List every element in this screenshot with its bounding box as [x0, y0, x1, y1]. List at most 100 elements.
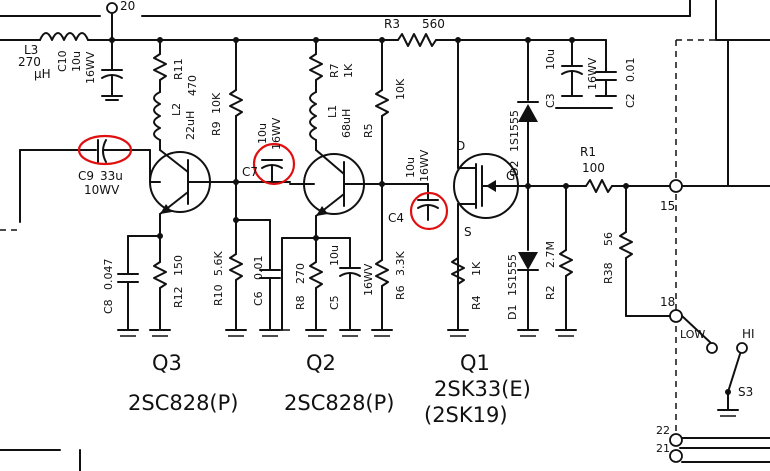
label-c7-name: C7 [242, 165, 258, 179]
label-d2-name: D2 [508, 161, 521, 176]
label-pin20: 20 [120, 0, 135, 13]
label-r1-name: R1 [580, 145, 596, 159]
label-r10-name: R10 [212, 284, 225, 306]
label-hi: HI [742, 327, 755, 341]
diode-d1 [517, 185, 539, 331]
label-r2-val: 2.7M [544, 241, 557, 268]
label-r12-val: 150 [172, 255, 185, 276]
label-c10-v: 16WV [84, 51, 97, 84]
capacitor-c7 [252, 142, 296, 186]
label-c2-name: C2 [624, 93, 637, 108]
label-c2-val: 0.01 [624, 58, 637, 83]
label-pin18: 18 [660, 295, 675, 309]
resistor-r5 [375, 39, 389, 261]
label-r9-name: R9 [210, 121, 223, 136]
resistor-r12 [149, 233, 171, 331]
terminal-low [706, 342, 718, 354]
label-d1-name: D1 [506, 305, 519, 320]
c9-highlight [77, 134, 133, 166]
fet-q1 [447, 39, 529, 331]
label-r10-val: 5.6K [212, 251, 225, 276]
label-pin-d: D [456, 139, 465, 153]
inductor-l1 [309, 91, 317, 151]
label-s3: S3 [738, 385, 753, 399]
label-l1-val: 68uH [340, 109, 353, 138]
capacitor-c8 [117, 235, 161, 331]
label-r38-name: R38 [602, 262, 615, 284]
label-l3-val2: μH [34, 67, 51, 81]
capacitor-c6 [235, 219, 281, 331]
label-r2-name: R2 [544, 285, 557, 300]
terminal-21 [669, 449, 683, 463]
label-r3-name: R3 [384, 17, 400, 31]
ground-symbols [120, 329, 736, 417]
label-q2-part: 2SC828(P) [284, 391, 395, 415]
terminal-18 [669, 309, 683, 323]
terminal-20 [106, 2, 118, 14]
label-c5-v: 16WV [362, 263, 375, 296]
label-r8-name: R8 [294, 295, 307, 310]
label-r1-val: 100 [582, 161, 605, 175]
resistor-r9 [213, 39, 263, 255]
label-r5-name: R5 [362, 123, 375, 138]
resistor-r10 [225, 217, 247, 331]
label-d2-val: 1S1555 [508, 110, 521, 152]
capacitor-c3 [561, 39, 583, 97]
label-c8-name: C8 [102, 299, 115, 314]
label-l3-val1: 270 [18, 55, 41, 69]
c7-highlight [252, 142, 296, 186]
label-c6-val: 0.01 [252, 256, 265, 281]
label-r4-val: 1K [470, 261, 483, 276]
label-l2-name: L2 [170, 103, 183, 116]
resistor-r6 [371, 259, 393, 331]
c4-highlight [409, 191, 449, 231]
label-q1: Q1 [460, 351, 490, 375]
label-q1-alt: (2SK19) [424, 403, 508, 427]
capacitor-c4 [381, 183, 449, 231]
label-q2: Q2 [306, 351, 336, 375]
label-c4-val: 10u [404, 157, 417, 178]
label-r8-val: 270 [294, 263, 307, 284]
label-pin22: 22 [656, 424, 670, 437]
label-c6-name: C6 [252, 291, 265, 306]
label-q3-part: 2SC828(P) [128, 391, 239, 415]
label-r38-val: 56 [602, 232, 615, 246]
resistor-r4 [451, 257, 465, 285]
capacitor-c10 [101, 39, 123, 101]
label-c5-val: 10u [328, 245, 341, 266]
label-l1-name: L1 [326, 105, 339, 118]
label-c9-v: 10WV [84, 183, 120, 197]
label-d1-val: 1S1555 [506, 254, 519, 296]
label-q1-part: 2SK33(E) [434, 377, 531, 401]
label-c3-val: 10u [544, 49, 557, 70]
diode-d2 [517, 39, 539, 189]
label-r7-name: R7 [328, 63, 341, 78]
label-c3-v: 16WV [586, 57, 599, 90]
label-c5-name: C5 [328, 295, 341, 310]
capacitor-c2 [555, 39, 617, 109]
label-c10-val: 10u [70, 51, 83, 72]
label-l3-name: L3 [24, 43, 38, 57]
label-r11-name: R11 [172, 58, 185, 80]
resistor-r1 [527, 179, 671, 193]
label-r5-val: 10K [394, 78, 407, 100]
label-c10-name: C10 [56, 50, 69, 72]
label-r11-val: 470 [186, 75, 199, 96]
terminal-22 [669, 433, 683, 447]
resistor-r7 [309, 39, 323, 93]
transistor-q3 [149, 149, 215, 237]
capacitor-c5 [315, 237, 361, 331]
terminal-15 [669, 179, 683, 193]
label-r3-val: 560 [422, 17, 445, 31]
label-pin-s: S [464, 225, 472, 239]
label-c7-val: 10u [256, 123, 269, 144]
label-c9-val: 33u [100, 169, 123, 183]
label-c9-name: C9 [78, 169, 94, 183]
supply-rail [0, 2, 601, 47]
terminal-hi [736, 342, 748, 354]
label-r7-val: 1K [342, 63, 355, 78]
label-pin-g: G [506, 169, 515, 183]
label-r6-val: 3.3K [394, 251, 407, 276]
